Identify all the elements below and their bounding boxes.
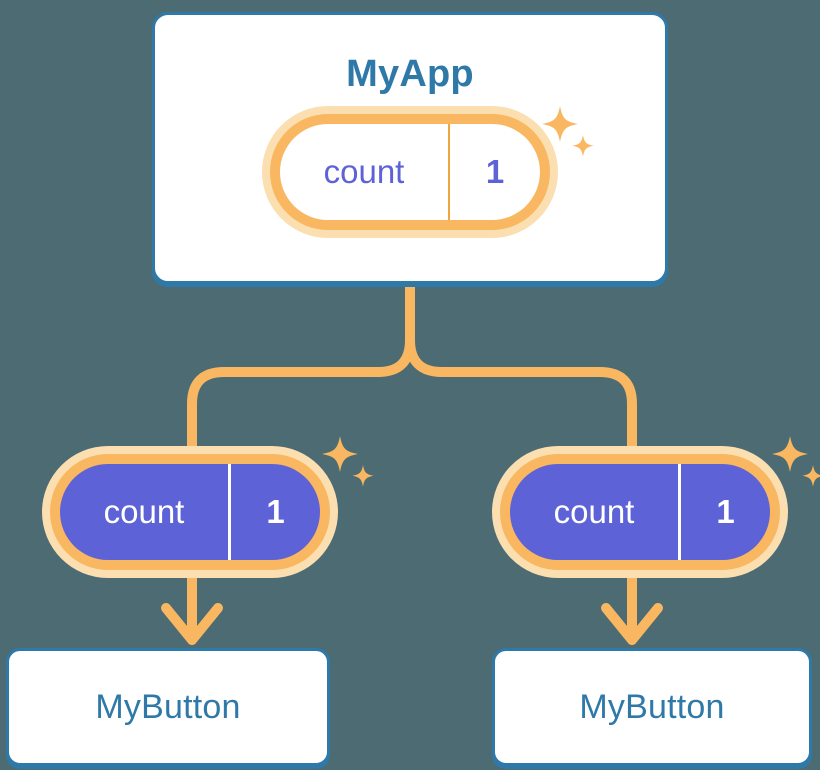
pill-body: count 1 bbox=[60, 464, 320, 560]
state-value: 1 bbox=[678, 464, 770, 560]
connector-to-right-child bbox=[405, 281, 637, 457]
state-value: 1 bbox=[448, 124, 540, 220]
mybutton-card-right[interactable]: MyButton bbox=[492, 648, 812, 766]
pill-body: count 1 bbox=[510, 464, 770, 560]
state-key: count bbox=[103, 493, 185, 530]
state-key: count bbox=[323, 153, 405, 190]
pill-body: count 1 bbox=[280, 124, 540, 220]
arrow-down-icon-left bbox=[161, 567, 223, 645]
page-title: MyApp bbox=[346, 53, 474, 95]
mybutton-card-left[interactable]: MyButton bbox=[6, 648, 330, 766]
mybutton-label: MyButton bbox=[579, 687, 725, 726]
connector-to-left-child bbox=[187, 281, 415, 457]
arrow-down-icon-right bbox=[601, 567, 663, 645]
mybutton-label: MyButton bbox=[95, 687, 241, 726]
state-key: count bbox=[553, 493, 635, 530]
state-value: 1 bbox=[228, 464, 320, 560]
